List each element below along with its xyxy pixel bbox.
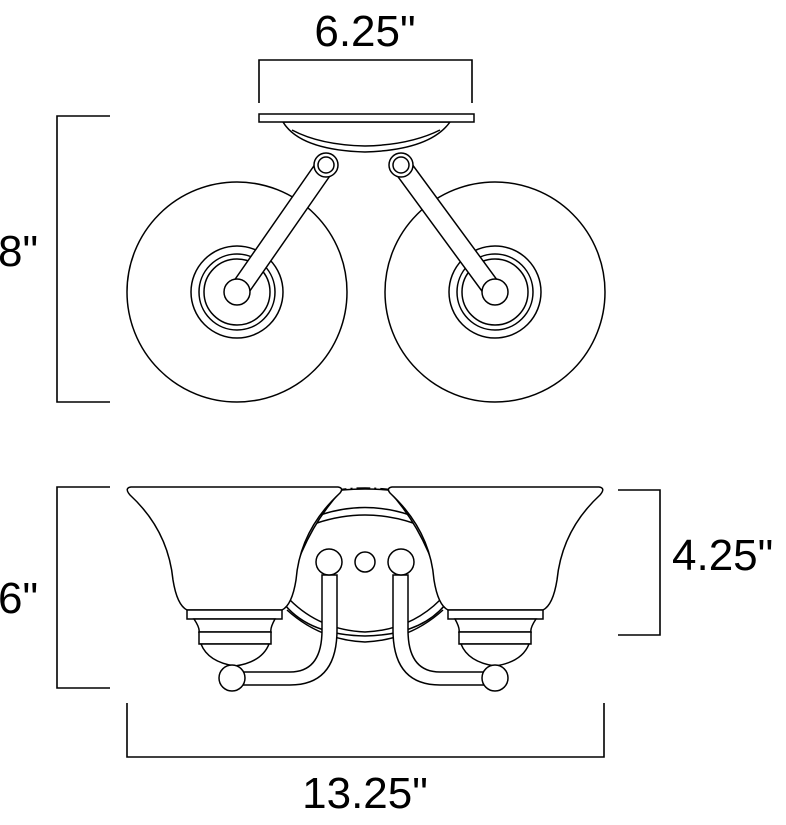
left-arm [223, 152, 339, 306]
top-view: 6.25" 8" [0, 7, 606, 403]
right-arm [388, 152, 509, 306]
right-arm-front [387, 548, 491, 686]
left-arm-front [239, 548, 343, 686]
front-view: 6" 4.25" 13.25" [0, 486, 773, 818]
center-finial [354, 551, 376, 573]
right-socket-rings [448, 245, 542, 339]
overall-width-bracket [126, 703, 605, 758]
left-socket-rings [190, 245, 284, 339]
canopy-plate [258, 113, 475, 123]
front-height-bracket [56, 486, 110, 689]
canopy-width-bracket [258, 59, 473, 103]
overall-width-label: 13.25" [302, 769, 428, 818]
left-shade-front [126, 486, 343, 692]
shade-height-label: 4.25" [672, 531, 773, 580]
right-shade-front [387, 486, 604, 692]
front-height-label: 6" [0, 574, 38, 623]
shade-height-bracket [618, 489, 661, 636]
top-height-bracket [56, 115, 110, 403]
canopy-width-label: 6.25" [314, 7, 415, 56]
canopy-body [281, 121, 452, 153]
top-height-label: 8" [0, 227, 38, 276]
